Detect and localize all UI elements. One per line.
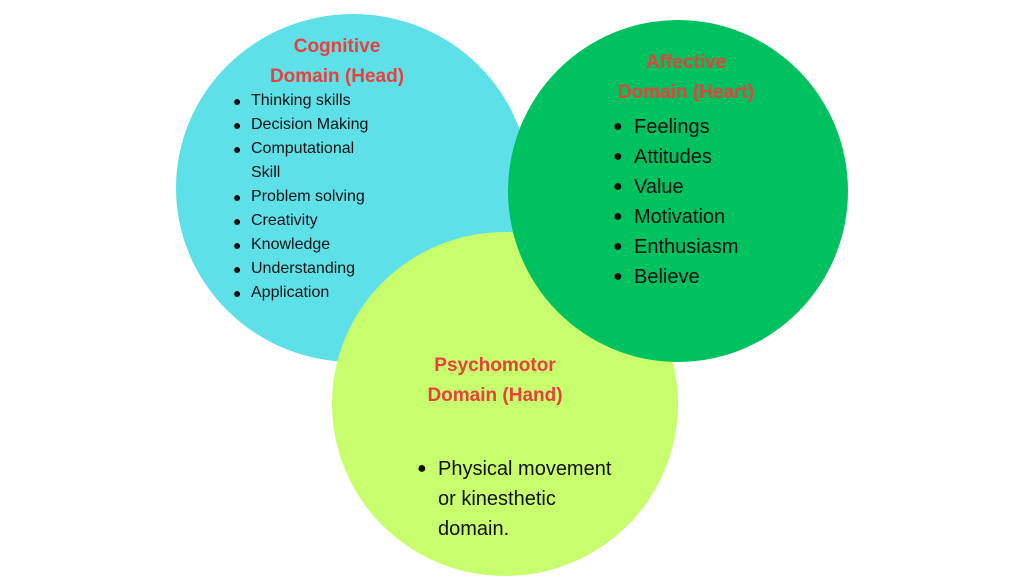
list-item-text: or kinesthetic	[438, 488, 556, 510]
list-item-continuation: or kinesthetic	[417, 484, 611, 514]
list-item-text: Application	[251, 284, 330, 301]
bullet-icon: ●	[233, 189, 242, 205]
affective-title-line1: Affective	[645, 52, 727, 73]
cognitive-title-line2: Domain (Head)	[269, 66, 405, 87]
list-item-text: Creativity	[251, 212, 318, 229]
bullet-icon: ●	[417, 460, 427, 477]
bullet-icon: ●	[613, 118, 623, 135]
list-item: ● Motivation	[613, 202, 739, 232]
list-item-text: Enthusiasm	[634, 236, 739, 258]
affective-domain-list: ●Feelings ●Attitudes ●Value ●Motivation …	[613, 112, 739, 292]
bullet-icon: ●	[613, 148, 623, 165]
cognitive-domain-list: ● Thinking skills ● Decision Making ● Compu…	[233, 89, 368, 305]
bullet-icon: ●	[613, 268, 623, 285]
list-item: ● Problem solving	[233, 185, 368, 209]
list-item: ● Application	[233, 281, 368, 305]
cognitive-title-line1: Cognitive	[293, 36, 381, 57]
list-item: ● Feelings	[613, 112, 739, 142]
list-item: ● Physical movement	[417, 454, 611, 484]
cognitive-domain-title: Cognitive Domain (Head)	[247, 32, 427, 92]
list-item-text: Computational	[251, 140, 355, 157]
affective-domain-title: Affective Domain (Heart)	[596, 48, 776, 108]
list-item-text: Value	[634, 176, 684, 198]
list-item: ● Decision Making	[233, 113, 368, 137]
list-item-text: Decision Making	[251, 116, 369, 133]
list-item-text: Attitudes	[634, 146, 712, 168]
psychomotor-domain-title: Psychomotor Domain (Hand)	[405, 351, 585, 411]
list-item: ● Knowledge	[233, 233, 368, 257]
list-item: ● Enthusiasm	[613, 232, 739, 262]
list-item-text: Skill	[251, 164, 281, 181]
bullet-icon: ●	[233, 117, 242, 133]
bullet-icon: ●	[233, 285, 242, 301]
list-item-text: domain.	[438, 518, 510, 540]
bullet-icon: ●	[233, 141, 242, 157]
list-item: ● Computational	[233, 137, 368, 161]
psychomotor-title-line2: Domain (Hand)	[427, 385, 563, 406]
list-item-text: Thinking skills	[251, 92, 351, 109]
affective-domain-circle	[508, 20, 848, 362]
psychomotor-domain-list: ● Physical movement or kinesthetic domain…	[417, 454, 611, 544]
bullet-icon: ●	[233, 93, 242, 109]
list-item: ● Value	[613, 172, 739, 202]
list-item-text: Understanding	[251, 260, 356, 277]
list-item: ● Understanding	[233, 257, 368, 281]
list-item-text: Knowledge	[251, 236, 331, 253]
list-item-continuation: Skill	[233, 161, 368, 185]
bullet-icon: ●	[233, 261, 242, 277]
psychomotor-title-line1: Psychomotor	[434, 355, 556, 376]
bullet-icon: ●	[613, 238, 623, 255]
bullet-icon: ●	[233, 213, 242, 229]
bullet-icon: ●	[613, 178, 623, 195]
bullet-icon: ●	[233, 237, 242, 253]
list-item-text: Problem solving	[251, 188, 365, 205]
list-item: ● Creativity	[233, 209, 368, 233]
list-item-text: Physical movement	[438, 458, 612, 480]
list-item-text: Feelings	[634, 116, 710, 138]
list-item-continuation: domain.	[417, 514, 611, 544]
list-item: ● Believe	[613, 262, 739, 292]
affective-title-line2: Domain (Heart)	[617, 82, 755, 103]
list-item: ● Attitudes	[613, 142, 739, 172]
bullet-icon: ●	[613, 208, 623, 225]
list-item-text: Motivation	[634, 206, 726, 228]
list-item: ● Thinking skills	[233, 89, 368, 113]
list-item-text: Believe	[634, 266, 700, 288]
